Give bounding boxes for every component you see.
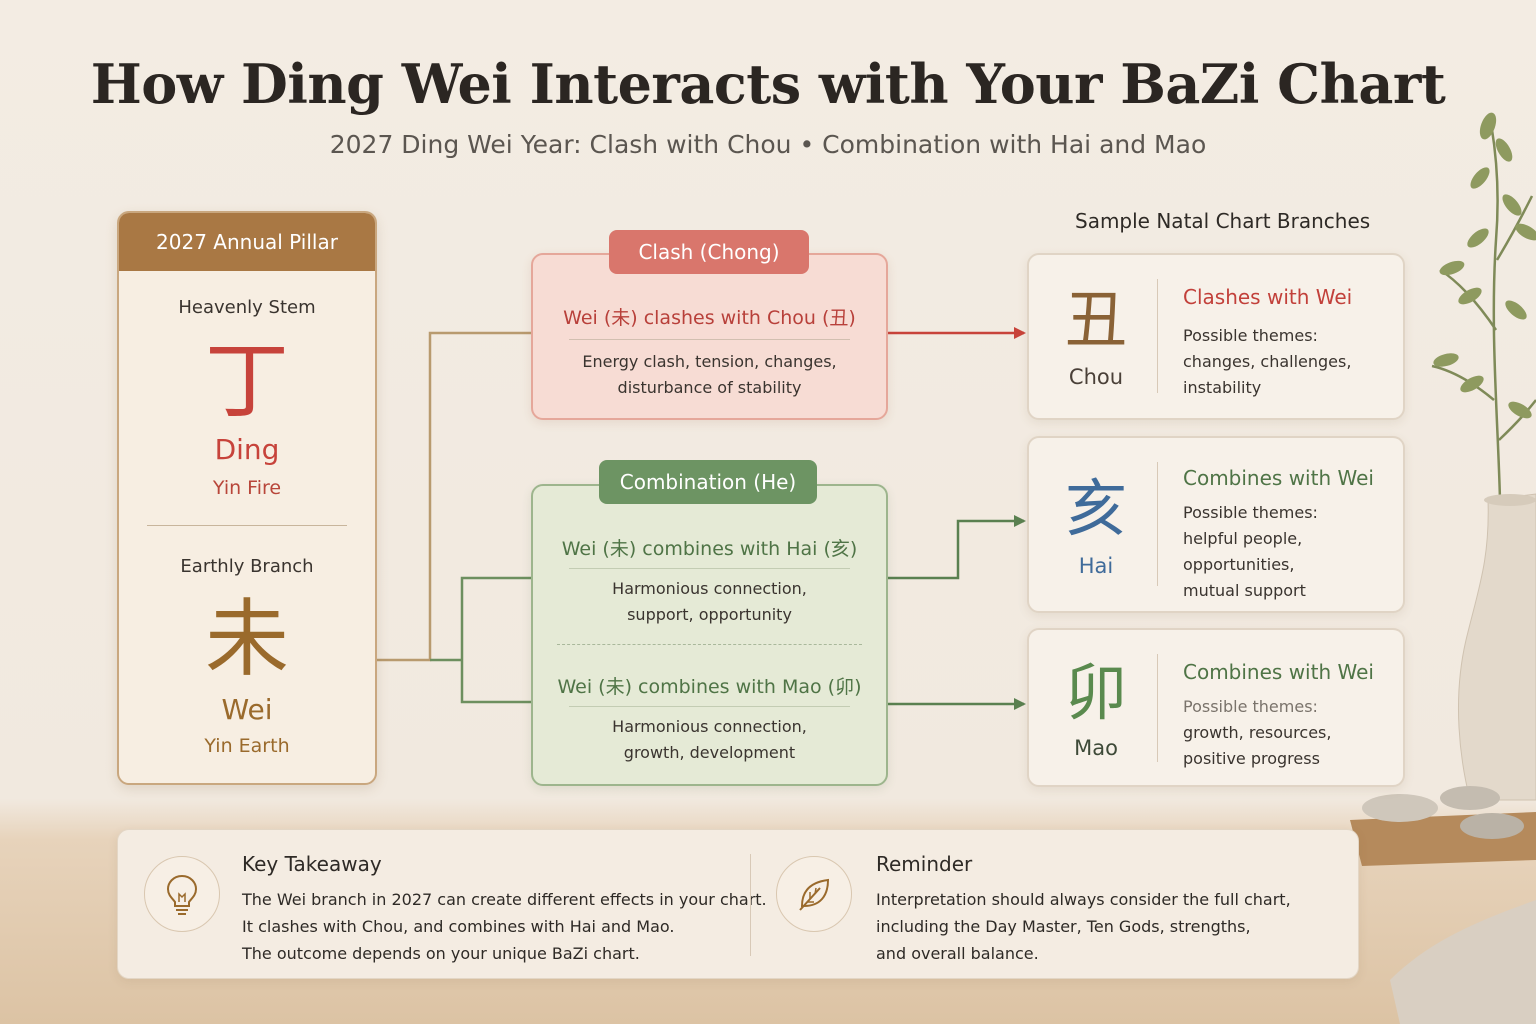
- stem-name: Ding: [214, 433, 280, 466]
- combination-mao-desc-1: Harmonious connection,: [612, 717, 807, 736]
- clash-desc-2: disturbance of stability: [617, 378, 802, 397]
- clash-desc-1: Energy clash, tension, changes,: [582, 352, 837, 371]
- summary-panel: Key Takeaway The Wei branch in 2027 can …: [117, 829, 1359, 979]
- card-separator: [1157, 462, 1158, 586]
- branch-element: Yin Earth: [204, 735, 290, 757]
- mao-name: Mao: [1074, 736, 1118, 760]
- chou-themes: Possible themes: changes, challenges, in…: [1183, 326, 1352, 397]
- branch-name: Wei: [221, 693, 273, 726]
- stem-glyph: 丁: [204, 332, 289, 430]
- combination-mao-line: Wei (未) combines with Mao (卯): [557, 676, 862, 698]
- mao-relation-title: Combines with Wei: [1183, 660, 1374, 684]
- card-separator: [1157, 279, 1158, 393]
- page-subtitle: 2027 Ding Wei Year: Clash with Chou • Co…: [329, 130, 1207, 159]
- combination-tag: Combination (He): [599, 460, 817, 504]
- combination-mao-desc-2: growth, development: [623, 743, 796, 762]
- combination-mao-rule: [569, 706, 850, 707]
- stem-element: Yin Fire: [212, 477, 282, 499]
- clash-tag: Clash (Chong): [609, 230, 809, 274]
- combination-hai-rule: [569, 568, 850, 569]
- clash-box: Wei (未) clashes with Chou (丑) Energy cla…: [531, 253, 888, 420]
- card-separator: [1157, 654, 1158, 762]
- combination-box: Wei (未) combines with Hai (亥) Harmonious…: [531, 484, 888, 786]
- combination-hai-desc-2: support, opportunity: [627, 605, 792, 624]
- combination-dashed-divider: [557, 644, 862, 645]
- annual-pillar-card: 2027 Annual Pillar Heavenly Stem 丁 Ding …: [117, 211, 377, 785]
- natal-card-mao: 卯 Mao Combines with Wei Possible themes:…: [1027, 628, 1405, 787]
- heavenly-stem-label: Heavenly Stem: [178, 297, 316, 318]
- natal-card-hai: 亥 Hai Combines with Wei Possible themes:…: [1027, 436, 1405, 613]
- arrow-combination-to-hai: [884, 515, 1026, 580]
- chou-relation-title: Clashes with Wei: [1183, 285, 1353, 309]
- clash-line: Wei (未) clashes with Chou (丑): [563, 307, 856, 329]
- summary-separator: [750, 854, 751, 956]
- natal-card-chou: 丑 Chou Clashes with Wei Possible themes:…: [1027, 253, 1405, 420]
- natal-chart-heading: Sample Natal Chart Branches: [1075, 209, 1371, 233]
- mao-glyph: 卯: [1064, 656, 1127, 729]
- annual-pillar-header: 2027 Annual Pillar: [119, 213, 375, 271]
- mao-themes: Possible themes: growth, resources, posi…: [1183, 697, 1332, 768]
- key-takeaway-title: Key Takeaway: [242, 852, 382, 876]
- connector-pillar-to-clash: [373, 331, 531, 662]
- leaf-icon: [776, 856, 852, 932]
- page-title: How Ding Wei Interacts with Your BaZi Ch…: [90, 52, 1446, 116]
- key-takeaway-text: The Wei branch in 2027 can create differ…: [242, 890, 767, 963]
- hai-glyph: 亥: [1064, 472, 1127, 545]
- pillar-divider: [147, 525, 347, 526]
- connector-pillar-to-combination: [430, 576, 531, 704]
- lightbulb-icon: [144, 856, 220, 932]
- earthly-branch-label: Earthly Branch: [180, 556, 314, 577]
- hai-themes: Possible themes: helpful people, opportu…: [1183, 503, 1318, 600]
- combination-hai-line: Wei (未) combines with Hai (亥): [561, 538, 858, 560]
- chou-glyph: 丑: [1064, 283, 1127, 356]
- clash-rule: [569, 339, 850, 340]
- hai-relation-title: Combines with Wei: [1183, 466, 1374, 490]
- reminder-text: Interpretation should always consider th…: [876, 890, 1291, 963]
- hai-name: Hai: [1078, 554, 1114, 578]
- combination-hai-desc-1: Harmonious connection,: [612, 579, 807, 598]
- branch-glyph: 未: [204, 590, 289, 688]
- chou-name: Chou: [1068, 365, 1124, 389]
- reminder-title: Reminder: [876, 852, 973, 876]
